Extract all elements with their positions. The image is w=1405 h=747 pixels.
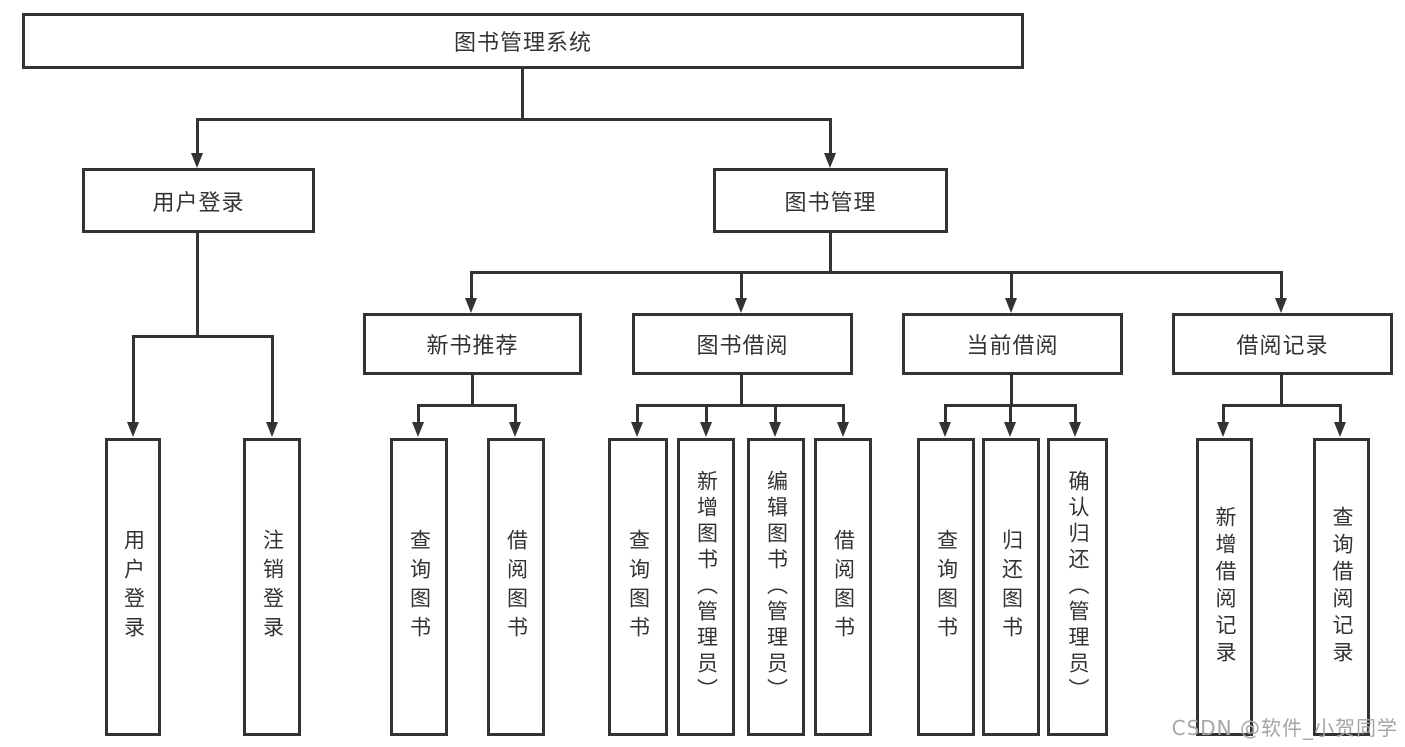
leaf-br-add-record: 新增借阅记录 xyxy=(1196,438,1253,736)
connector-drop-br-add xyxy=(1222,404,1225,424)
arrowhead-login-leaf xyxy=(127,422,139,437)
connector-book-borrow-stem xyxy=(740,375,743,407)
arrowhead-new-books xyxy=(465,298,477,313)
arrowhead-cb-confirm xyxy=(1069,422,1081,437)
connector-drop-bb-add xyxy=(705,404,708,424)
connector-drop-cb-return xyxy=(1009,404,1012,424)
leaf-user-login: 用户登录 xyxy=(105,438,161,736)
arrowhead-bb-edit xyxy=(769,422,781,437)
connector-new-books-bus xyxy=(417,404,517,407)
connector-drop-new-books xyxy=(470,271,473,300)
connector-current-borrow-stem xyxy=(1010,375,1013,407)
arrowhead-book-borrow xyxy=(735,298,747,313)
arrowhead-logout-leaf xyxy=(266,422,278,437)
connector-drop-current-borrow xyxy=(1010,271,1013,300)
connector-drop-user-login xyxy=(196,118,199,156)
node-book-borrow: 图书借阅 xyxy=(632,313,853,375)
connector-drop-book-management xyxy=(829,118,832,156)
arrowhead-bb-query xyxy=(631,422,643,437)
arrowhead-book-management xyxy=(824,153,836,168)
leaf-nb-borrow-books: 借阅图书 xyxy=(487,438,545,736)
connector-level2-bus xyxy=(196,118,832,121)
connector-drop-borrow-records xyxy=(1280,271,1283,300)
node-root-library-management-system: 图书管理系统 xyxy=(22,13,1024,69)
node-current-borrow: 当前借阅 xyxy=(902,313,1123,375)
connector-user-login-stem xyxy=(196,233,199,338)
arrowhead-bb-add xyxy=(700,422,712,437)
connector-drop-logout-leaf xyxy=(271,335,274,424)
connector-drop-login-leaf xyxy=(132,335,135,424)
connector-borrow-records-bus xyxy=(1222,404,1342,407)
connector-drop-bb-edit xyxy=(774,404,777,424)
arrowhead-bb-borrow xyxy=(837,422,849,437)
arrowhead-current-borrow xyxy=(1005,298,1017,313)
arrowhead-br-add xyxy=(1217,422,1229,437)
node-borrow-records: 借阅记录 xyxy=(1172,313,1393,375)
node-user-login: 用户登录 xyxy=(82,168,315,233)
leaf-br-query-record: 查询借阅记录 xyxy=(1313,438,1370,736)
leaf-bb-borrow-books: 借阅图书 xyxy=(814,438,872,736)
connector-drop-cb-query xyxy=(944,404,947,424)
connector-book-borrow-bus xyxy=(636,404,845,407)
leaf-cb-query-books: 查询图书 xyxy=(917,438,975,736)
arrowhead-cb-return xyxy=(1004,422,1016,437)
connector-drop-nb-query xyxy=(417,404,420,424)
leaf-logout: 注销登录 xyxy=(243,438,301,736)
connector-user-login-bus xyxy=(132,335,274,338)
arrowhead-cb-query xyxy=(939,422,951,437)
leaf-nb-query-books: 查询图书 xyxy=(390,438,448,736)
leaf-bb-add-books-admin: 新增图书（管理员） xyxy=(677,438,735,736)
arrowhead-user-login xyxy=(191,153,203,168)
connector-drop-cb-confirm xyxy=(1074,404,1077,424)
node-book-management: 图书管理 xyxy=(713,168,948,233)
connector-level3-bus xyxy=(470,271,1283,274)
connector-root-stem xyxy=(521,69,524,120)
arrowhead-nb-borrow xyxy=(509,422,521,437)
leaf-cb-return-books: 归还图书 xyxy=(982,438,1040,736)
leaf-bb-edit-books-admin: 编辑图书（管理员） xyxy=(747,438,805,736)
connector-drop-br-query xyxy=(1339,404,1342,424)
arrowhead-borrow-records xyxy=(1275,298,1287,313)
arrowhead-br-query xyxy=(1334,422,1346,437)
connector-borrow-records-stem xyxy=(1280,375,1283,407)
connector-book-management-stem xyxy=(829,233,832,274)
leaf-cb-confirm-return-admin: 确认归还（管理员） xyxy=(1047,438,1108,736)
connector-drop-bb-query xyxy=(636,404,639,424)
arrowhead-nb-query xyxy=(412,422,424,437)
connector-drop-bb-borrow xyxy=(842,404,845,424)
connector-new-books-stem xyxy=(471,375,474,407)
csdn-watermark: CSDN @软件_小贺同学 xyxy=(1171,716,1398,740)
connector-drop-book-borrow xyxy=(740,271,743,300)
connector-drop-nb-borrow xyxy=(514,404,517,424)
node-new-book-recommend: 新书推荐 xyxy=(363,313,582,375)
leaf-bb-query-books: 查询图书 xyxy=(608,438,668,736)
